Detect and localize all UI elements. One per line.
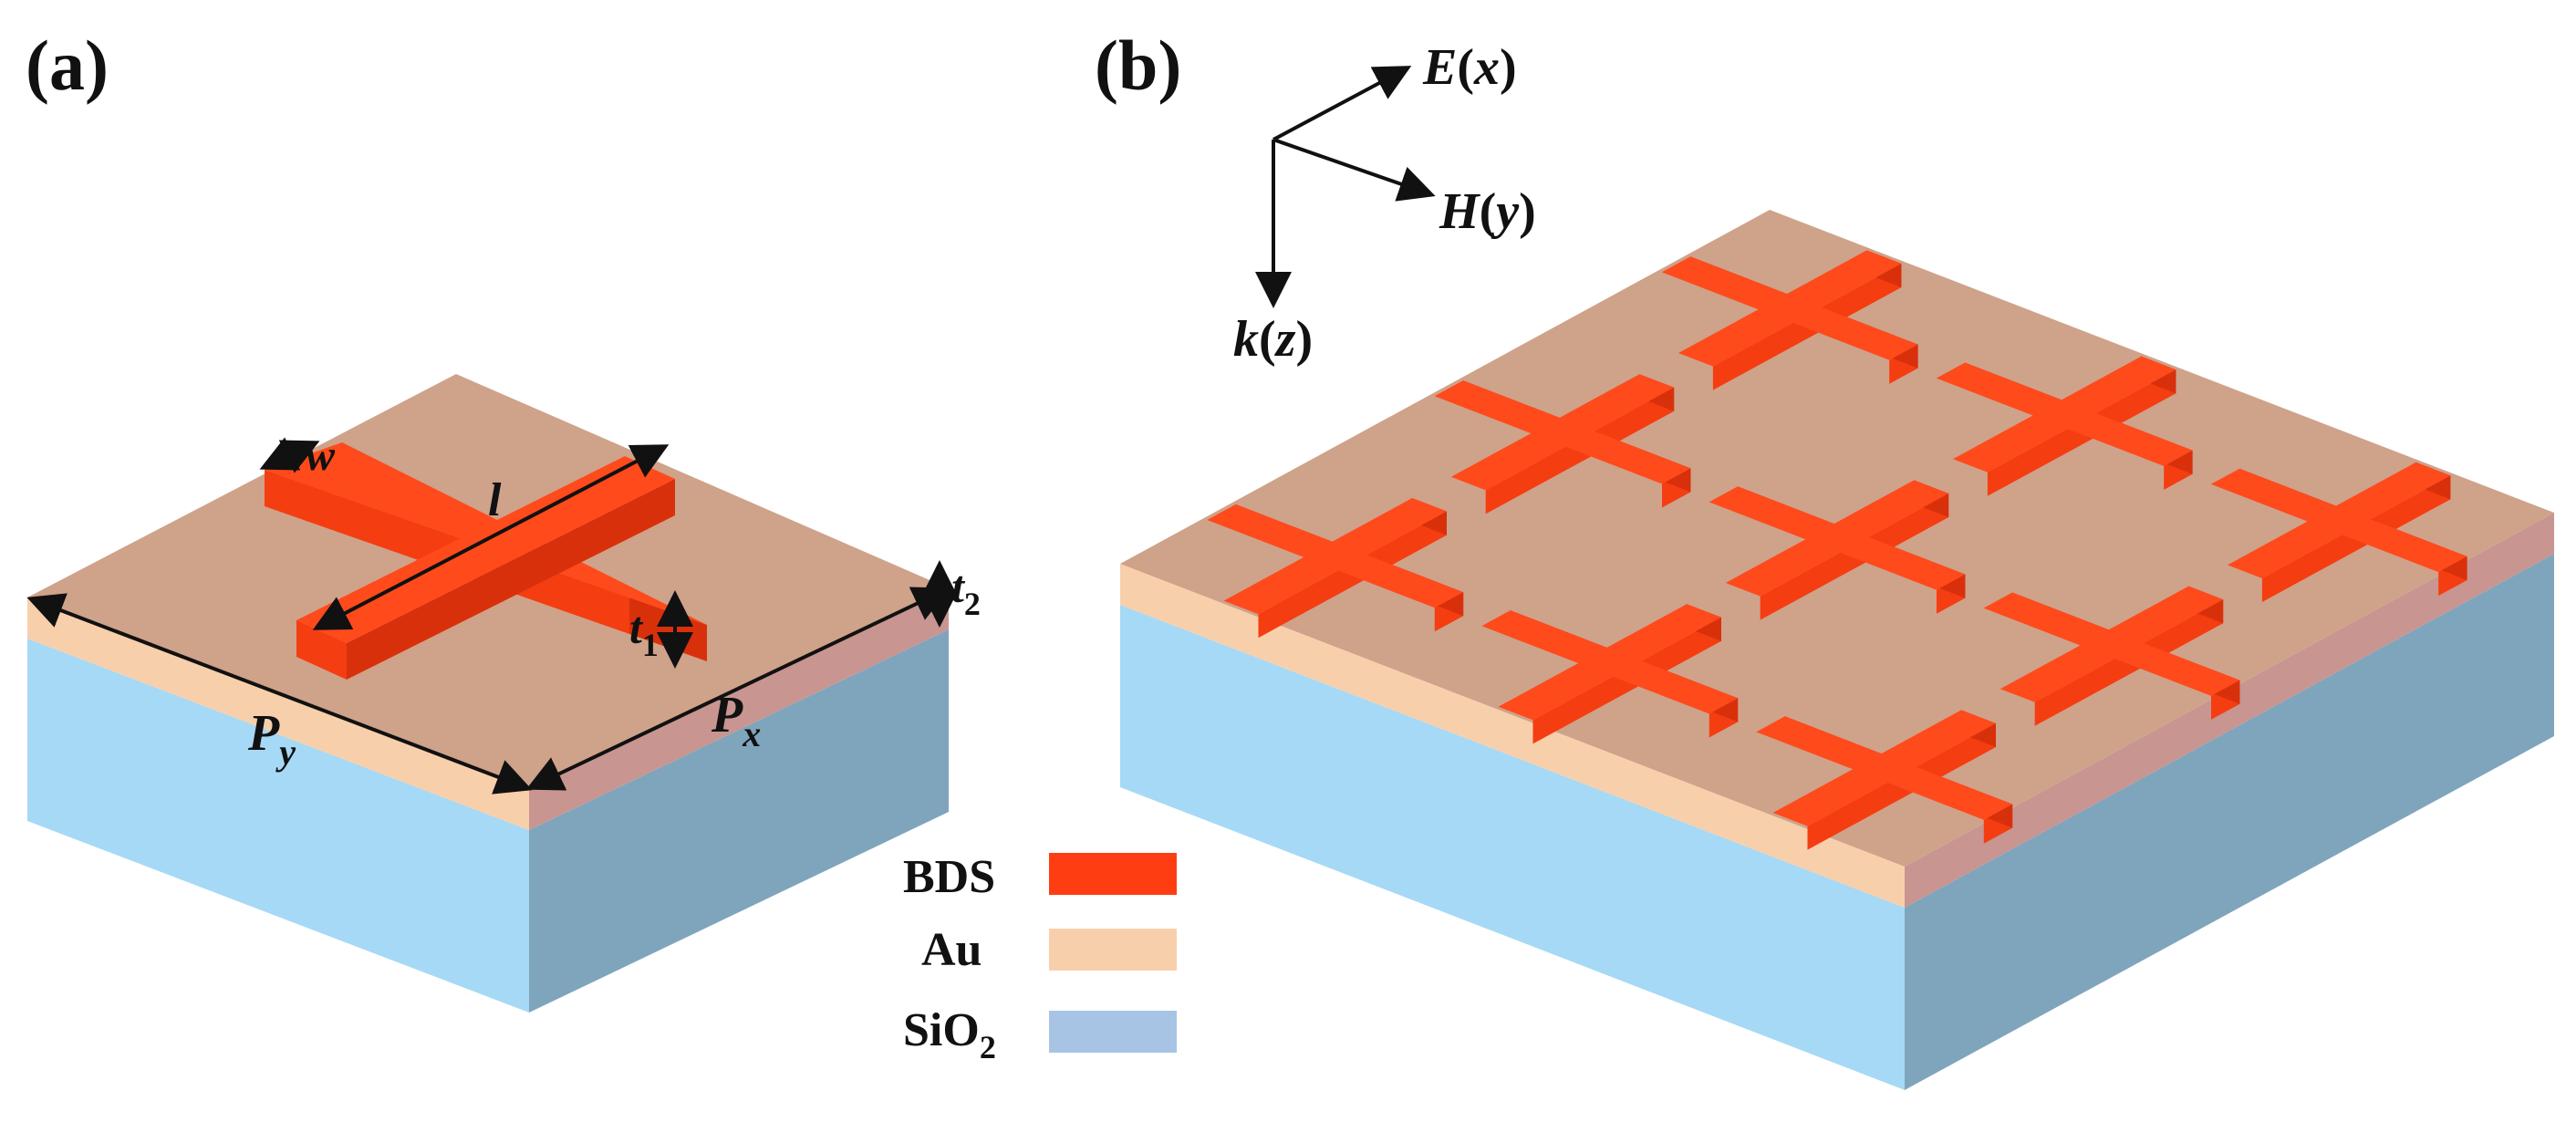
array-cross-5 <box>1709 480 1966 620</box>
array-cross-7 <box>1207 498 1464 639</box>
dim-py-label: Py <box>247 705 296 773</box>
dim-t2-label: t2 <box>951 561 981 622</box>
array-cross-9 <box>1756 710 2013 850</box>
cross-top-b <box>1661 256 1918 360</box>
array-au-front <box>1120 564 1905 908</box>
array-diagram <box>1120 210 2554 1090</box>
array-au-side <box>1905 513 2554 908</box>
dim-t1-label: t1 <box>629 602 659 663</box>
axis-h-label: H(y) <box>1439 183 1536 240</box>
cross-top-b <box>2210 468 2467 573</box>
cross-top-b <box>1481 610 1739 714</box>
unit-cell-diagram: w l t1 t2 Py Px <box>26 374 981 1013</box>
dim-w-arrow <box>259 437 320 473</box>
cross-top-b <box>1207 504 1464 608</box>
panel-a-label: (a) <box>26 26 109 105</box>
cross-top-b <box>1709 486 1966 590</box>
panel-b-label: (b) <box>1095 26 1181 105</box>
axis-k-label: k(z) <box>1233 311 1313 368</box>
array-cross-6 <box>1983 586 2240 726</box>
array-cross-3 <box>2210 462 2467 602</box>
legend: BDS Au SiO2 <box>903 851 1177 1065</box>
array-cross-8 <box>1481 604 1739 744</box>
axis-e-label: E(x) <box>1422 39 1517 96</box>
field-axes: E(x) H(y) k(z) <box>1233 39 1536 368</box>
array-crosses <box>1207 250 2467 850</box>
cross-top-b <box>1983 592 2240 696</box>
dim-px-arrow <box>525 587 950 791</box>
array-cross-1 <box>1661 250 1918 390</box>
array-cross-4 <box>1434 374 1691 514</box>
legend-label-sio2: SiO2 <box>903 1004 996 1065</box>
legend-label-au: Au <box>921 924 982 976</box>
array-cross-2 <box>1936 356 2193 496</box>
cross-top-b <box>1756 716 2013 820</box>
cross-top-b <box>1936 362 2193 466</box>
legend-swatch-sio2 <box>1049 1011 1177 1053</box>
legend-swatch-bds <box>1049 853 1177 895</box>
axis-h-arrow <box>1272 138 1436 202</box>
cross-top-b <box>1434 380 1691 484</box>
legend-label-bds: BDS <box>903 851 995 903</box>
dim-py-arrow <box>26 593 533 795</box>
legend-swatch-au <box>1049 929 1177 971</box>
axis-e-arrow <box>1272 66 1412 141</box>
array-sio2-side <box>1905 554 2554 1090</box>
dim-px-label: Px <box>711 687 761 754</box>
dim-l-label: l <box>488 474 502 526</box>
dim-w-label: w <box>306 431 336 480</box>
array-sio2-front <box>1120 605 1905 1090</box>
